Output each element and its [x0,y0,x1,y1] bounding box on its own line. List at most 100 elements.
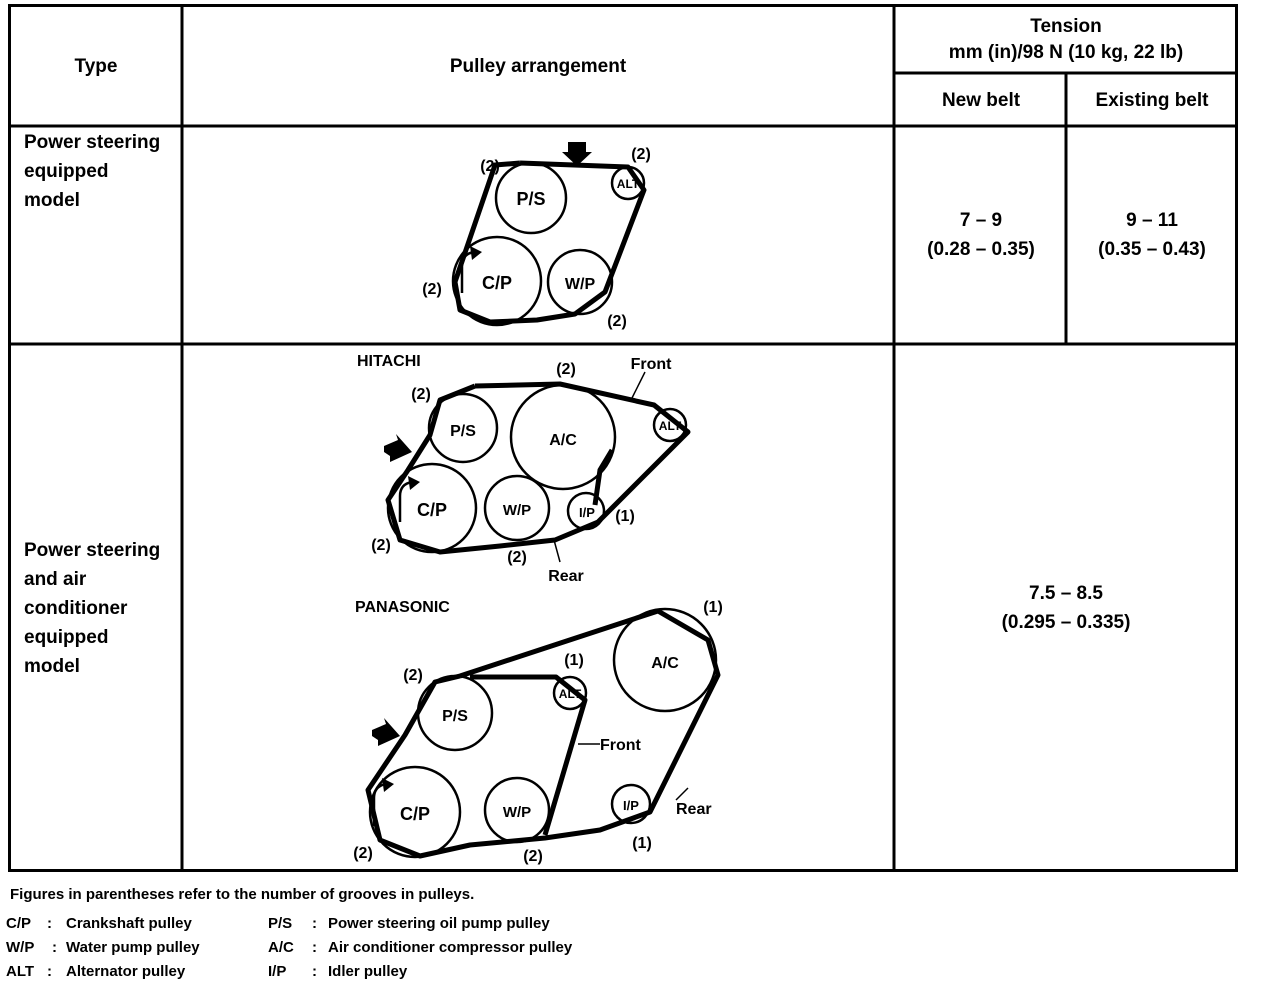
grooves-wp: (2) [507,549,527,566]
row1-new-value: 7 – 9 [959,210,1003,231]
legend-sep: : [47,963,52,980]
legend-desc: Alternator pulley [66,963,186,980]
ac-label: A/C [651,655,679,672]
alt-label: ALT [559,687,582,701]
grooves-ip: (1) [632,835,652,852]
alt-pulley [610,165,646,201]
wp-label: W/P [503,502,531,519]
row2-type-line: model [24,655,80,677]
cp-label: C/P [417,500,447,520]
row2-tension: 7.5 – 8.5 (0.295 – 0.335) [896,346,1236,870]
front-belt [592,448,615,506]
legend-desc: Water pump pulley [66,939,200,956]
row1-new-value-inches: (0.28 – 0.35) [927,239,1035,260]
legend-sep: : [312,939,317,956]
header-tension: Tension mm (in)/98 N (10 kg, 22 lb) [896,8,1236,72]
legend-abbr: C/P [6,915,32,932]
cp-label: C/P [482,273,512,293]
grooves-cp: (2) [422,281,442,298]
ac-pulley [612,607,718,713]
header-type-label: Type [74,55,118,77]
legend-abbr: W/P [6,939,35,956]
row1-new-belt-tension: 7 – 9 (0.28 – 0.35) [896,128,1066,342]
legend-desc: Air conditioner compressor pulley [328,939,573,956]
alt-pulley [552,675,588,711]
hitachi-title: HITACHI [357,353,421,370]
row1-existing-belt-tension: 9 – 11 (0.35 – 0.43) [1068,128,1236,342]
legend-desc: Crankshaft pulley [66,915,192,932]
ps-model-diagram [451,160,647,327]
front-label: Front [600,737,642,754]
belt [452,160,647,325]
alt-label: ALT [659,419,682,433]
ac-label: A/C [549,432,577,449]
hitachi-diagram [384,371,691,563]
pulley-diagrams: P/S ALT C/P W/P (2) (2) (2) (2) HITACHI … [353,142,723,865]
grooves-footnote: Figures in parentheses refer to the numb… [10,886,475,903]
header-existing-belt: Existing belt [1068,74,1236,126]
ps-pulley [416,674,494,752]
panasonic-title: PANASONIC [355,599,450,616]
row1-type-line: equipped [24,161,109,182]
ip-pulley [566,491,606,531]
alt-label: ALT [617,177,640,191]
row2-tension-value-inches: (0.295 – 0.335) [1001,612,1131,633]
grooves-ps: (2) [411,386,431,403]
rotation-arrow-icon [470,246,482,260]
header-new-belt-label: New belt [941,89,1021,111]
row1-type-line: Power steering [24,132,161,153]
header-new-belt: New belt [896,74,1066,126]
cp-pulley [368,765,462,859]
deflection-arrow-icon [562,142,592,166]
header-existing-belt-label: Existing belt [1095,89,1209,111]
grooves-cp: (2) [371,537,391,554]
row1-type-line: model [24,190,80,211]
legend-abbr: A/C [268,939,294,956]
wp-pulley [483,776,551,844]
cp-pulley [386,462,478,554]
row2-type: Power steering and air conditioner equip… [24,346,180,870]
leader-line [631,371,646,399]
legend-abbr: ALT [6,963,35,980]
leader-line [675,787,689,801]
legend-abbr: P/S [268,915,293,932]
legend-desc: Power steering oil pump pulley [328,915,550,932]
wp-label: W/P [503,804,531,821]
row2-type-line: conditioner [24,597,128,619]
row1-existing-value: 9 – 11 [1126,210,1178,231]
header-tension-title: Tension [1030,16,1102,37]
ip-pulley [610,783,652,825]
deflection-arrow-icon [372,718,400,746]
grooves-ps: (2) [480,158,500,175]
grooves-wp: (2) [523,848,543,865]
legend-sep: : [47,915,52,932]
ps-label: P/S [450,423,476,440]
row2-type-line: and air [24,568,87,590]
row2-type-line: Power steering [24,539,161,561]
header-pulley-label: Pulley arrangement [449,55,627,77]
leader-line [553,539,561,563]
rotation-arrow-icon [408,476,420,490]
ac-pulley [509,383,617,491]
row1-existing-value-inches: (0.35 – 0.43) [1098,239,1206,260]
grooves-alt: (2) [631,146,651,163]
ps-pulley [494,161,568,235]
ip-label: I/P [579,505,595,520]
ip-label: I/P [623,798,639,813]
legend-desc: Idler pulley [328,963,408,980]
wp-label: W/P [565,276,596,293]
cp-pulley [451,235,543,327]
grooves-ac: (2) [556,361,576,378]
grooves-ac: (1) [703,599,723,616]
header-tension-units: mm (in)/98 N (10 kg, 22 lb) [948,42,1184,63]
row2-tension-value: 7.5 – 8.5 [1029,583,1103,604]
rotation-arrow-icon [382,778,394,792]
grooves-wp: (2) [607,313,627,330]
grooves-cp: (2) [353,845,373,862]
wp-pulley [483,474,551,542]
panasonic-diagram [365,607,721,859]
wp-pulley [546,248,614,316]
legend-sep: : [312,915,317,932]
grooves-ps: (2) [403,667,423,684]
legend-sep: : [312,963,317,980]
